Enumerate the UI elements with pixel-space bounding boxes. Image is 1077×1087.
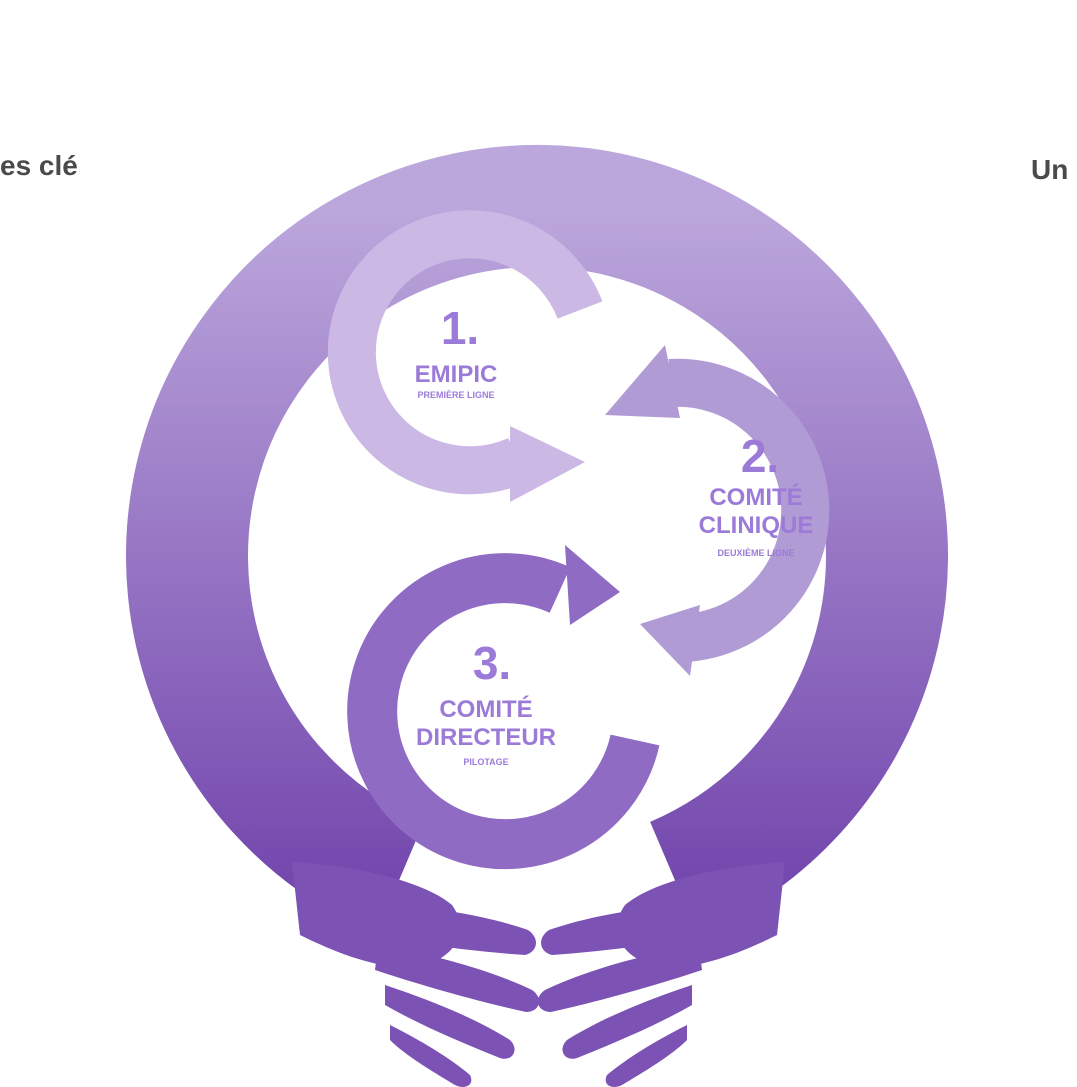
cycle-1-arrow (327, 210, 603, 495)
side-text-right: Un (1031, 154, 1069, 185)
cycle-3-arrowhead (565, 545, 620, 625)
cycle-2-arrow (668, 358, 830, 662)
cycle-1-arrowhead (510, 426, 585, 502)
cycle-2-arrowhead-bottom (640, 605, 700, 676)
cycle-2-title-line1: COMITÉ (709, 483, 802, 511)
cycle-2-title-line2: CLINIQUE (699, 512, 814, 539)
ring-arc (126, 145, 948, 935)
cycle-2: 2. COMITÉ CLINIQUE DEUXIÈME LIGNE (605, 345, 830, 676)
ring-label-top-line1: PARTAGE DE (505, 63, 627, 84)
side-text-left: es clé (0, 150, 78, 181)
cycle-1-subtitle: PREMIÈRE LIGNE (417, 390, 494, 400)
ring-label-top-line2: L’ESPACE PUBLIC (482, 88, 651, 109)
cycle-3-arrow (347, 553, 660, 870)
cycle-3-title-line1: COMITÉ (439, 695, 532, 723)
cycle-2-number: 2. (741, 430, 779, 482)
cycle-3-subtitle: PILOTAGE (463, 757, 508, 767)
cycle-3: 3. COMITÉ DIRECTEUR PILOTAGE (347, 545, 660, 870)
cycle-3-number: 3. (473, 637, 511, 689)
cycle-1-title: EMIPIC (415, 361, 498, 388)
cycle-1-number: 1. (441, 302, 479, 354)
cycle-1: 1. EMIPIC PREMIÈRE LIGNE (327, 210, 603, 502)
cycle-2-arrowhead-top (605, 345, 680, 418)
cycle-2-subtitle: DEUXIÈME LIGNE (717, 548, 794, 558)
cycle-3-title-line2: DIRECTEUR (416, 724, 556, 751)
left-hand-icon (292, 862, 540, 1087)
right-hand-icon (537, 862, 785, 1087)
